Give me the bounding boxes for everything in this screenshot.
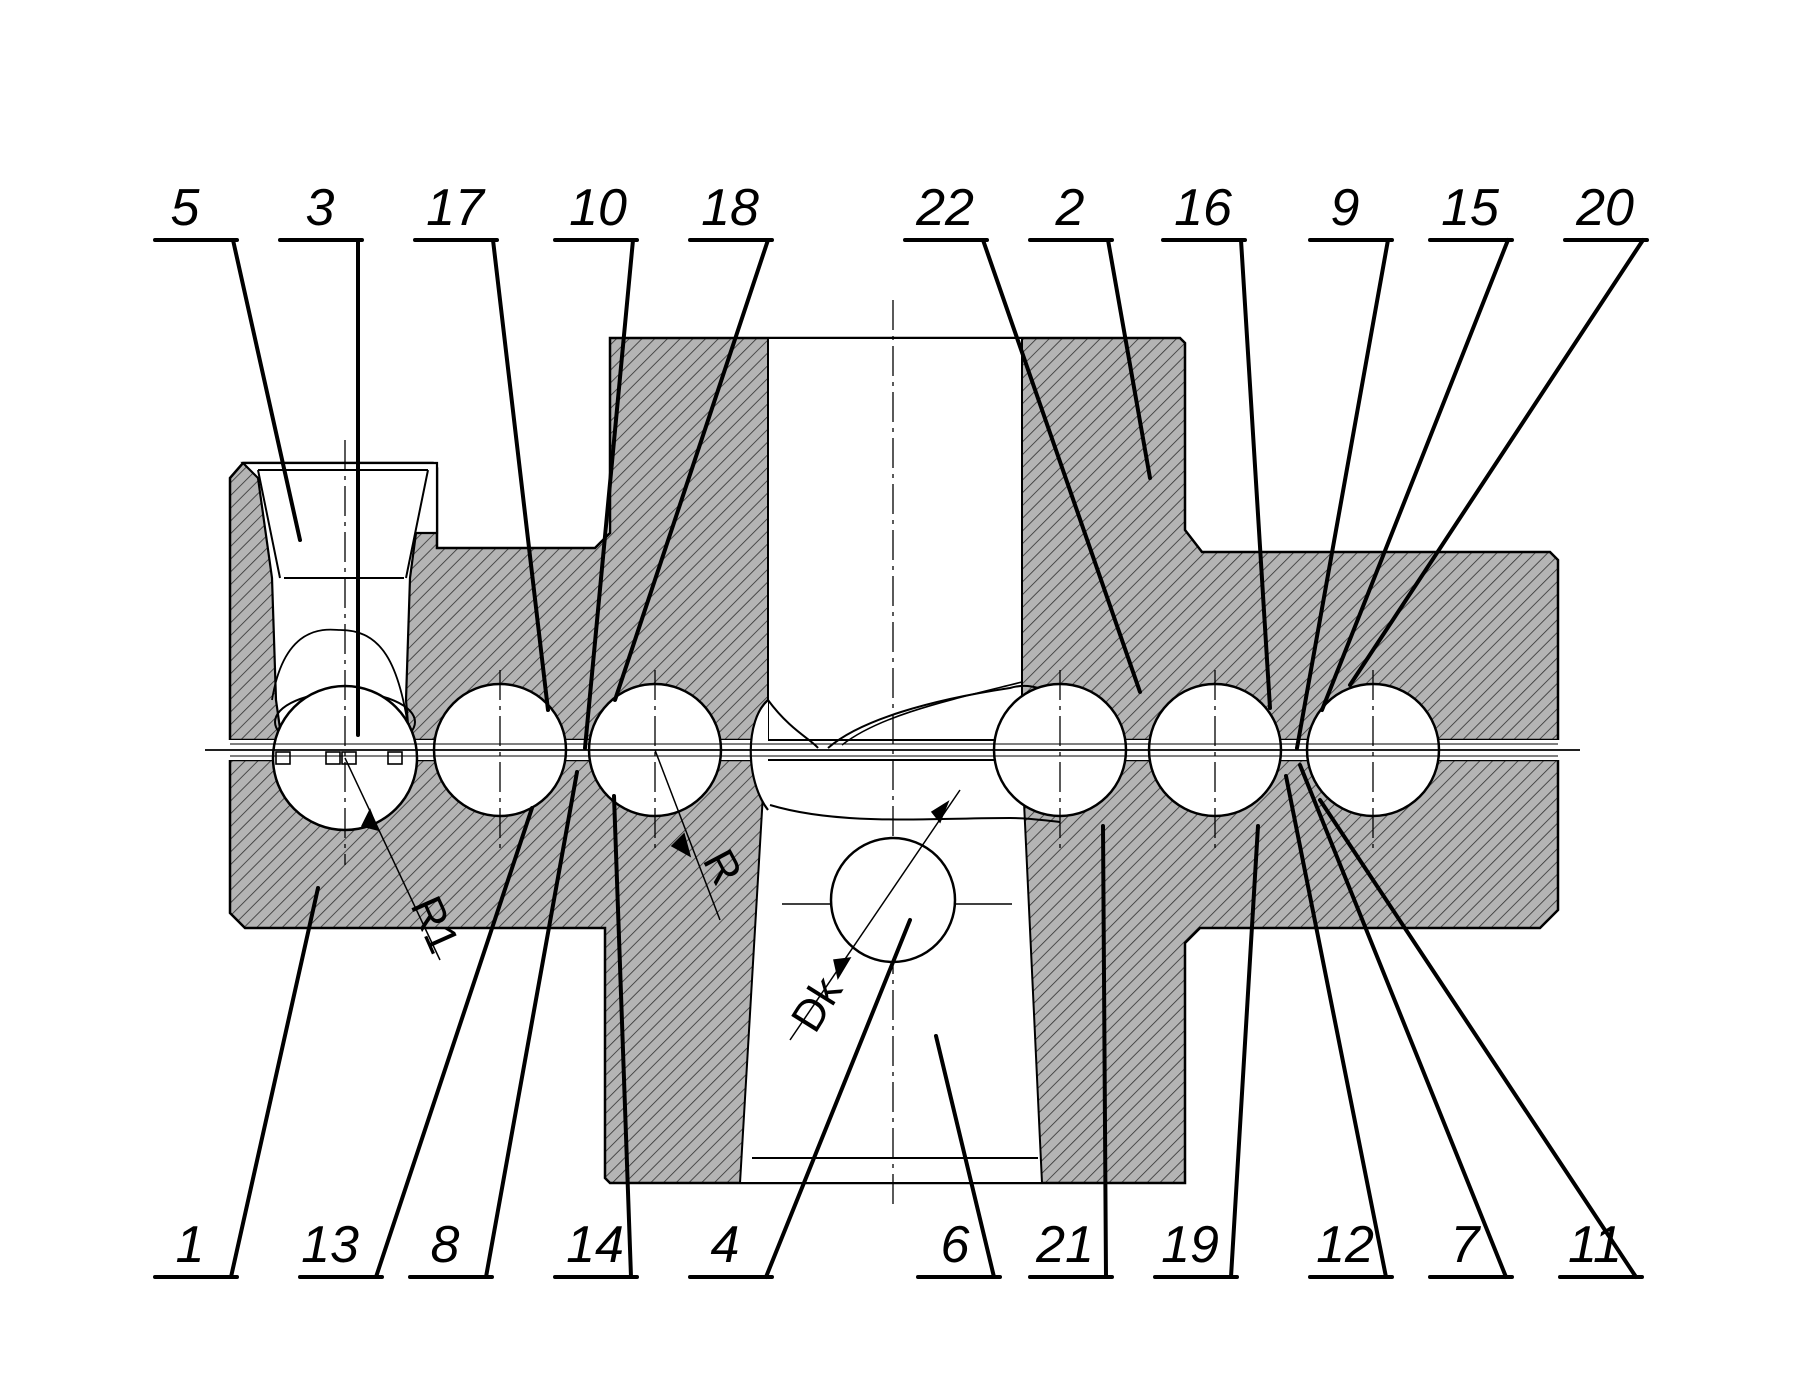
top-label-20: 20	[1575, 179, 1634, 237]
bottom-leader-13	[374, 806, 534, 1279]
top-leader-9	[1295, 238, 1390, 750]
top-leader-20	[1348, 238, 1645, 687]
bottom-label-12: 12	[1316, 1216, 1374, 1274]
bottom-leader-7	[1298, 763, 1508, 1279]
bottom-label-group: 1 13 8 14 4 6 21 19 12 7 11	[176, 1216, 1622, 1274]
bottom-leader-14	[612, 794, 633, 1279]
bottom-label-13: 13	[301, 1216, 359, 1274]
top-leader-18	[613, 238, 770, 702]
cavity-lobe-left	[749, 699, 769, 811]
top-leader-15	[1320, 238, 1510, 712]
bottom-label-11: 11	[1568, 1216, 1622, 1274]
bottom-label-14: 14	[566, 1216, 624, 1274]
top-label-17: 17	[426, 179, 486, 237]
injector-funnel	[257, 469, 429, 579]
bottom-label-1: 1	[176, 1216, 205, 1274]
leader-lines	[153, 238, 1649, 1279]
bottom-leader-1	[229, 886, 320, 1279]
ball-4	[829, 836, 957, 964]
top-label-10: 10	[569, 179, 627, 237]
bottom-label-19: 19	[1161, 1216, 1219, 1274]
top-label-9: 9	[1331, 179, 1360, 237]
bottom-label-21: 21	[1035, 1216, 1094, 1274]
top-label-22: 22	[915, 179, 974, 237]
top-label-18: 18	[701, 179, 759, 237]
top-label-2: 2	[1055, 179, 1085, 237]
upper-ring-groove-2	[841, 681, 1023, 746]
small-pins	[275, 751, 403, 765]
bottom-leader-4	[764, 918, 912, 1279]
bottom-leader-12	[1284, 774, 1388, 1279]
lower-ring-groove	[769, 804, 1061, 823]
dimension-lines	[344, 749, 961, 1041]
bottom-leader-19	[1229, 824, 1260, 1279]
top-leader-5	[231, 238, 302, 542]
bottom-label-7: 7	[1451, 1216, 1482, 1274]
injector-arc	[271, 628, 411, 741]
bottom-leader-11	[1318, 798, 1638, 1279]
top-leader-2	[1106, 238, 1152, 480]
bottom-label-8: 8	[431, 1216, 460, 1274]
top-label-3: 3	[306, 179, 335, 237]
bottom-label-6: 6	[941, 1216, 970, 1274]
top-leader-22	[981, 238, 1142, 694]
bottom-label-4: 4	[711, 1216, 740, 1274]
bottom-leader-8	[484, 770, 579, 1279]
bottom-leader-6	[934, 1034, 996, 1279]
top-cavity	[767, 337, 1023, 741]
top-leader-10	[583, 238, 635, 750]
top-label-15: 15	[1441, 179, 1500, 237]
top-leader-17	[491, 238, 550, 712]
centre-lines	[344, 300, 1374, 1210]
top-label-5: 5	[171, 179, 201, 237]
top-leader-16	[1239, 238, 1272, 710]
bottom-leader-21	[1101, 824, 1108, 1279]
top-label-16: 16	[1174, 179, 1232, 237]
